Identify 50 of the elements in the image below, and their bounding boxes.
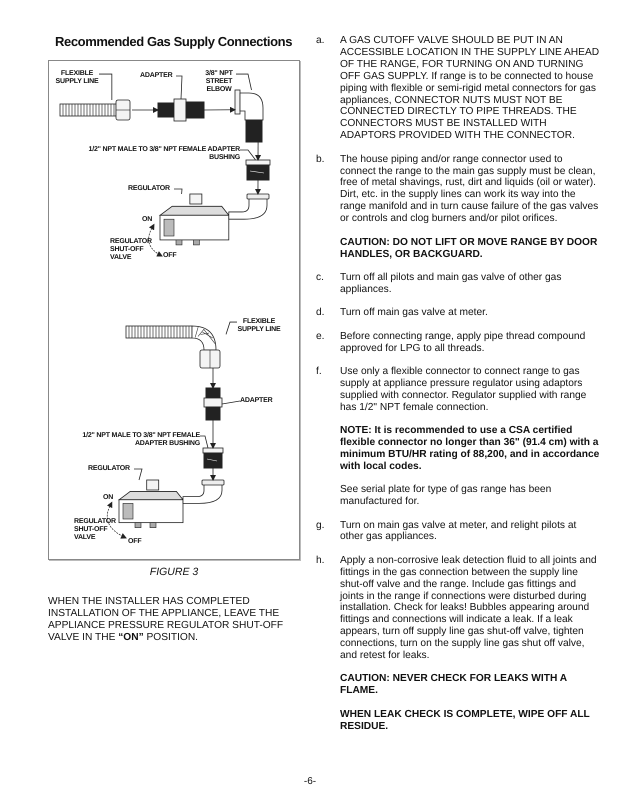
leader-line [240, 150, 256, 160]
caution-text: WHEN LEAK CHECK IS COMPLETE, WIPE OFF ALL RESIDUE. [340, 708, 591, 733]
arrow [210, 420, 216, 449]
adapter-drawing [204, 388, 222, 420]
arrow [204, 106, 236, 113]
instruction-text: WHEN THE INSTALLER HAS COMPLETED INSTALLATION OF THE APPLIANCE, LEAVE THE APPLIANCE PRESSURE REGULATOR SHUT-OFF VALVE IN THE “ON” POSITION. [48, 596, 284, 644]
instruction-text: See serial plate for type of gas range has been manufactured for. [340, 484, 552, 508]
elbow-drawing [234, 90, 264, 142]
leader-line [174, 188, 182, 194]
leader-line [236, 74, 252, 90]
instruction-text: A GAS CUTOFF VALVE SHOULD BE PUT IN AN ACCESSIBLE LOCATION IN THE SUPPLY LINE AHEAD OF THE RANGE, FOR TURNING ON AND TURNING OFF GAS SUPPLY. If range is to be connected to house piping with flexible or semi-rigid metal connectors for gas appliances, CONNECTOR NUTS MUST NOT BE CONNECTED DIRECTLY TO PIPE THREADS. THE CONNECTORS MUST BE INSTALLED WITH ADAPTORS PROVIDED WITH THE CONNECTOR. [340, 35, 600, 142]
leader-line [222, 400, 240, 404]
instruction-text: Turn off main gas valve at meter. [340, 307, 489, 320]
list-letter: b. [316, 154, 324, 166]
leader-line [134, 468, 143, 480]
leader-line [98, 74, 112, 100]
list-letter: f. [316, 366, 322, 378]
instruction-text: Use only a flexible connector to connect range to gas supply at appliance pressure regulator using adaptors supplied with connector. Regulator supplied with range has 1/2" NPT female connection. [340, 366, 588, 414]
list-letter: e. [316, 330, 324, 343]
list-letter: a. [316, 35, 324, 47]
arrow [210, 368, 216, 389]
instruction-text: Turn on main gas valve at meter, and relight pilots at other gas appliances. [340, 520, 578, 544]
list-letter: h. [316, 554, 324, 567]
arrow [210, 468, 216, 481]
bushing-drawing [202, 448, 224, 468]
note-text: NOTE: It is recommended to use a CSA certified flexible connector no longer than 36" (91.4 cm) with a minimum BTU/HR rating of 88,200, and in accordance with local codes. [340, 425, 600, 473]
caution-text: CAUTION: NEVER CHECK FOR LEAKS WITH A FLAME. [340, 673, 568, 698]
regulator-drawing [158, 194, 270, 246]
hose-drawing [60, 100, 130, 120]
regulator-drawing [118, 480, 224, 528]
arrow [254, 180, 261, 195]
page-number: -6- [304, 776, 316, 787]
list-letter: d. [316, 307, 324, 320]
hose-drawing [126, 326, 220, 368]
caution-text: CAUTION: DO NOT LIFT OR MOVE RANGE BY DOOR HANDLES, OR BACKGUARD. [340, 236, 598, 260]
instruction-text: Before connecting range, apply pipe thread compound approved for LPG to all threads. [340, 330, 586, 354]
list-letter: c. [316, 272, 324, 284]
instruction-text: Apply a non-corrosive leak detection fluid to all joints and fittings in the gas connection between the supply line shut-off valve and the range. Include gas fittings and joints in the range if connections were disturbed during installation. Check for leaks! Bubbles appearing around fittings and connections will indicate a leak. If a leak appears, turn off supply line gas shut-off valve, tighten connections, turn on the supply line gas shut off valve, and retest for leaks. [340, 554, 598, 662]
page-title: Recommended Gas Supply Connections [55, 34, 294, 49]
arrow [132, 107, 159, 113]
arrow [255, 142, 262, 161]
list-letter: g. [316, 520, 324, 532]
figure-caption: FIGURE 3 [148, 566, 200, 578]
bushing-drawing [246, 160, 270, 180]
instruction-text: The house piping and/or range connector used to connect the range to the main gas supply must be clean, free of metal shavings, rust, dirt and liquids (oil or water). Dirt, etc. in the supply lines can work its way into the range manifold and in turn cause failure of the gas valves or controls and clog burners and/or pilot orifices. [340, 154, 600, 226]
adapter-drawing [158, 98, 204, 122]
leader-line [200, 436, 208, 448]
leader-line [226, 322, 238, 335]
instruction-text: Turn off all pilots and main gas valve of other gas appliances. [340, 272, 562, 296]
leader-line [176, 76, 182, 100]
